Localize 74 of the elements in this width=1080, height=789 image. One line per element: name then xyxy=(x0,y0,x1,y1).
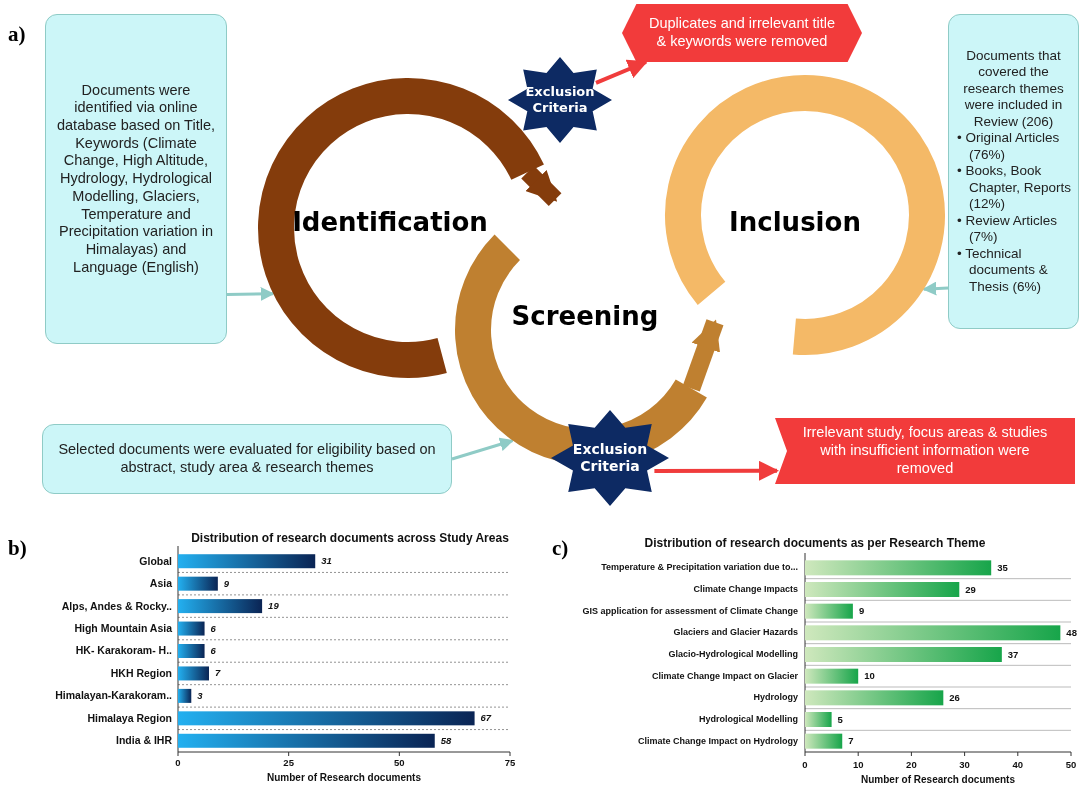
bullet-item: • Review Articles (7%) xyxy=(957,212,1058,246)
value-label: 6 xyxy=(210,645,216,656)
value-label: 7 xyxy=(848,735,854,747)
category-label: Glaciers and Glacier Hazards xyxy=(673,627,798,638)
arrow xyxy=(922,281,949,296)
category-label: Hydrological Modelling xyxy=(699,713,798,724)
star-badge: Exclusion Criteria xyxy=(508,57,612,143)
category-label: Himalayan-Karakoram.. xyxy=(55,689,172,702)
value-label: 10 xyxy=(864,670,875,682)
value-label: 31 xyxy=(321,555,332,567)
category-label: Alps, Andes & Rocky.. xyxy=(61,599,172,612)
value-label: 58 xyxy=(440,734,452,746)
value-label: 29 xyxy=(965,583,976,595)
tick-label: 40 xyxy=(1012,759,1024,770)
chart-title: Distribution of research documents as per Research Theme xyxy=(644,536,986,550)
tick-label: 0 xyxy=(802,759,808,770)
category-label: Global xyxy=(139,554,172,567)
tick-label: 75 xyxy=(504,757,516,768)
category-label: Climate Change Impact on Hydrology xyxy=(637,735,798,746)
tick-label: 20 xyxy=(906,759,917,770)
banner: Duplicates and irrelevant title & keywords were removed xyxy=(622,4,862,62)
category-label: Temperature & Precipitation variation due to... xyxy=(601,562,798,573)
value-label: 48 xyxy=(1066,626,1077,638)
value-label: 37 xyxy=(1007,648,1019,660)
tick-label: 50 xyxy=(394,757,405,768)
category-label: Climate Change Impacts xyxy=(693,583,798,594)
tick-label: 30 xyxy=(959,759,970,770)
value-label: 9 xyxy=(858,605,865,617)
stage-label: Identification xyxy=(292,207,488,237)
value-label: 3 xyxy=(197,689,203,701)
chart-title: Distribution of research documents across Study Areas xyxy=(191,531,509,545)
value-label: 7 xyxy=(215,667,221,679)
bullet-item: • Technical documents & Thesis (6%) xyxy=(957,245,1049,295)
category-label: Hydrology xyxy=(753,692,798,703)
tick-label: 25 xyxy=(283,757,294,768)
category-label: India & IHR xyxy=(116,734,172,747)
category-label: Climate Change Impact on Glacier xyxy=(651,670,798,681)
axis-title: Number of Research documents xyxy=(861,774,1015,785)
stage-label: Inclusion xyxy=(729,207,861,237)
stage-label: Screening xyxy=(511,301,659,331)
chevron-arrow xyxy=(595,59,648,85)
bullet-item: • Books, Book Chapter, Reports (12%) xyxy=(957,163,1073,213)
category-label: Himalaya Region xyxy=(87,711,172,724)
category-label: HKH Region xyxy=(110,666,172,679)
info-box: Documents were identified via online database based on Title, Keywords (Climate Change, High Altitude, Hydrology, Hydrological Modelling, Glaciers, Temperature and Precipitation variation in Himalayas) and Language (English) xyxy=(45,14,227,344)
arrow xyxy=(682,319,724,392)
axis-title: Number of Research documents xyxy=(267,772,421,783)
arrow xyxy=(521,165,562,206)
bullet-item: • Original Articles (76%) xyxy=(957,130,1061,164)
panel-label: c) xyxy=(552,536,569,561)
panel-label: a) xyxy=(8,22,26,47)
box-text: Documents that covered the research themes were included in Review (206) xyxy=(962,48,1065,131)
category-label: Asia xyxy=(149,577,172,590)
value-label: 5 xyxy=(837,713,843,725)
banner: Irrelevant study, focus areas & studies with insufficient information were removed xyxy=(775,418,1075,484)
category-label: HK- Karakoram- H.. xyxy=(75,644,172,657)
info-box xyxy=(948,14,1079,329)
value-label: 35 xyxy=(997,561,1008,573)
info-box: Selected documents were evaluated for eligibility based on abstract, study area & research themes xyxy=(42,424,452,494)
category-label: Glacio-Hydrological Modelling xyxy=(668,648,798,659)
category-label: High Mountain Asia xyxy=(74,622,172,635)
panel-label: b) xyxy=(8,536,27,561)
arrow xyxy=(451,437,514,461)
value-label: 9 xyxy=(223,577,230,589)
category-label: GIS application for assessment of Climate Change xyxy=(582,605,798,616)
value-label: 26 xyxy=(949,691,960,703)
value-label: 67 xyxy=(480,712,492,724)
value-label: 6 xyxy=(210,622,216,634)
tick-label: 0 xyxy=(175,757,181,768)
value-label: 19 xyxy=(268,600,279,612)
tick-label: 50 xyxy=(1065,759,1077,770)
chevron-arrow xyxy=(654,460,779,481)
arrow xyxy=(226,287,275,301)
tick-label: 10 xyxy=(852,759,864,770)
